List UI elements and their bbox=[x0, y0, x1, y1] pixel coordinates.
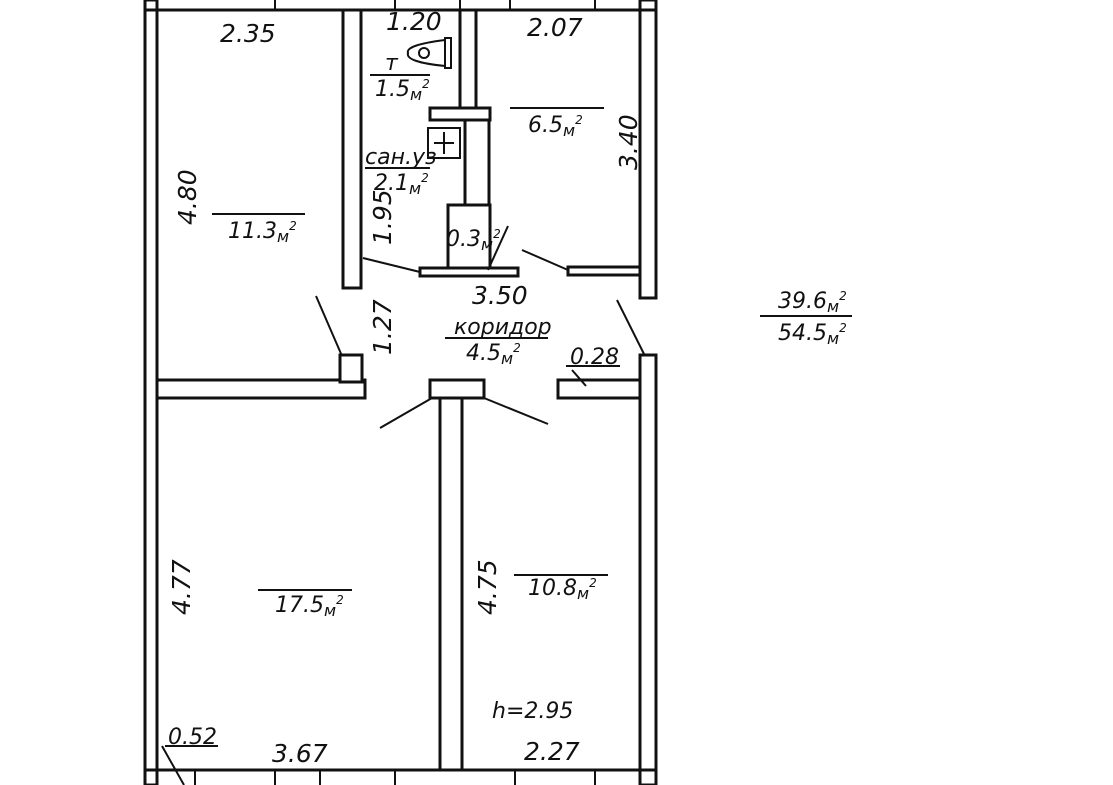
dim-mid-lower: 4.75 bbox=[473, 559, 502, 615]
room-labels: 11.3м2 6.5м2 т 1.5м2 сан.уз 2.1м2 0.3м2 … bbox=[228, 51, 597, 724]
room-ne-area: 6.5м2 bbox=[528, 113, 583, 140]
dim-left-upper: 4.80 bbox=[173, 169, 202, 225]
living-area: 39.6м2 bbox=[778, 289, 847, 316]
total-area: 54.5м2 bbox=[778, 321, 847, 348]
outer-wall-right-lower bbox=[638, 353, 658, 785]
dim-corridor-width: 3.50 bbox=[472, 281, 528, 310]
wall-bath-ne bbox=[458, 8, 478, 112]
dim-top-left: 2.35 bbox=[220, 19, 276, 48]
area-underlines bbox=[165, 74, 852, 747]
dim-bottom-left: 3.67 bbox=[272, 739, 328, 768]
wall-middle-center bbox=[428, 378, 486, 400]
dim-left-lower: 4.77 bbox=[167, 559, 196, 615]
toilet-name: т bbox=[385, 51, 399, 76]
room-nw-area: 11.3м2 bbox=[228, 219, 297, 246]
closet-area: 0.3м2 bbox=[446, 227, 501, 254]
ne-room-sill bbox=[566, 265, 642, 277]
dim-bottom-right: 2.27 bbox=[524, 737, 580, 766]
dim-top-right: 2.07 bbox=[527, 13, 583, 42]
walls bbox=[143, 0, 658, 785]
ceiling-height: h=2.95 bbox=[492, 699, 573, 724]
dim-corner-offset: 0.52 bbox=[168, 725, 217, 750]
corridor-area: 4.5м2 bbox=[466, 341, 521, 368]
door-jamb-left bbox=[338, 353, 364, 384]
area-totals: 39.6м2 54.5м2 bbox=[778, 289, 847, 348]
corridor-name: коридор bbox=[454, 315, 552, 340]
dim-door-offset: 0.28 bbox=[570, 345, 619, 370]
outer-wall-right-upper bbox=[638, 0, 658, 300]
room-se-area: 10.8м2 bbox=[528, 576, 597, 603]
wall-nw-bath bbox=[341, 8, 363, 290]
plumbing-block bbox=[463, 106, 491, 210]
room-sw-area: 17.5м2 bbox=[275, 593, 344, 620]
toilet-area: 1.5м2 bbox=[375, 77, 430, 104]
outer-wall-left bbox=[143, 0, 159, 785]
toilet-icon bbox=[406, 37, 452, 69]
dimension-labels: 2.35 1.20 2.07 4.80 3.40 1.95 3.50 1.27 … bbox=[167, 7, 643, 768]
washbasin-icon bbox=[427, 127, 461, 159]
wall-middle-left bbox=[155, 378, 367, 400]
dim-corridor-height: 1.27 bbox=[368, 299, 397, 355]
wall-middle-right bbox=[556, 378, 642, 400]
bathroom-area: 2.1м2 bbox=[374, 171, 429, 198]
dim-right-upper: 3.40 bbox=[614, 114, 643, 170]
dim-top-middle: 1.20 bbox=[386, 7, 442, 36]
bathroom-name: сан.уз bbox=[365, 145, 437, 170]
door-swings bbox=[161, 225, 646, 785]
closet-sill bbox=[418, 266, 520, 278]
dim-bath-height: 1.95 bbox=[368, 189, 397, 245]
wall-lower-partition bbox=[438, 396, 464, 772]
bath-divider bbox=[428, 106, 492, 122]
